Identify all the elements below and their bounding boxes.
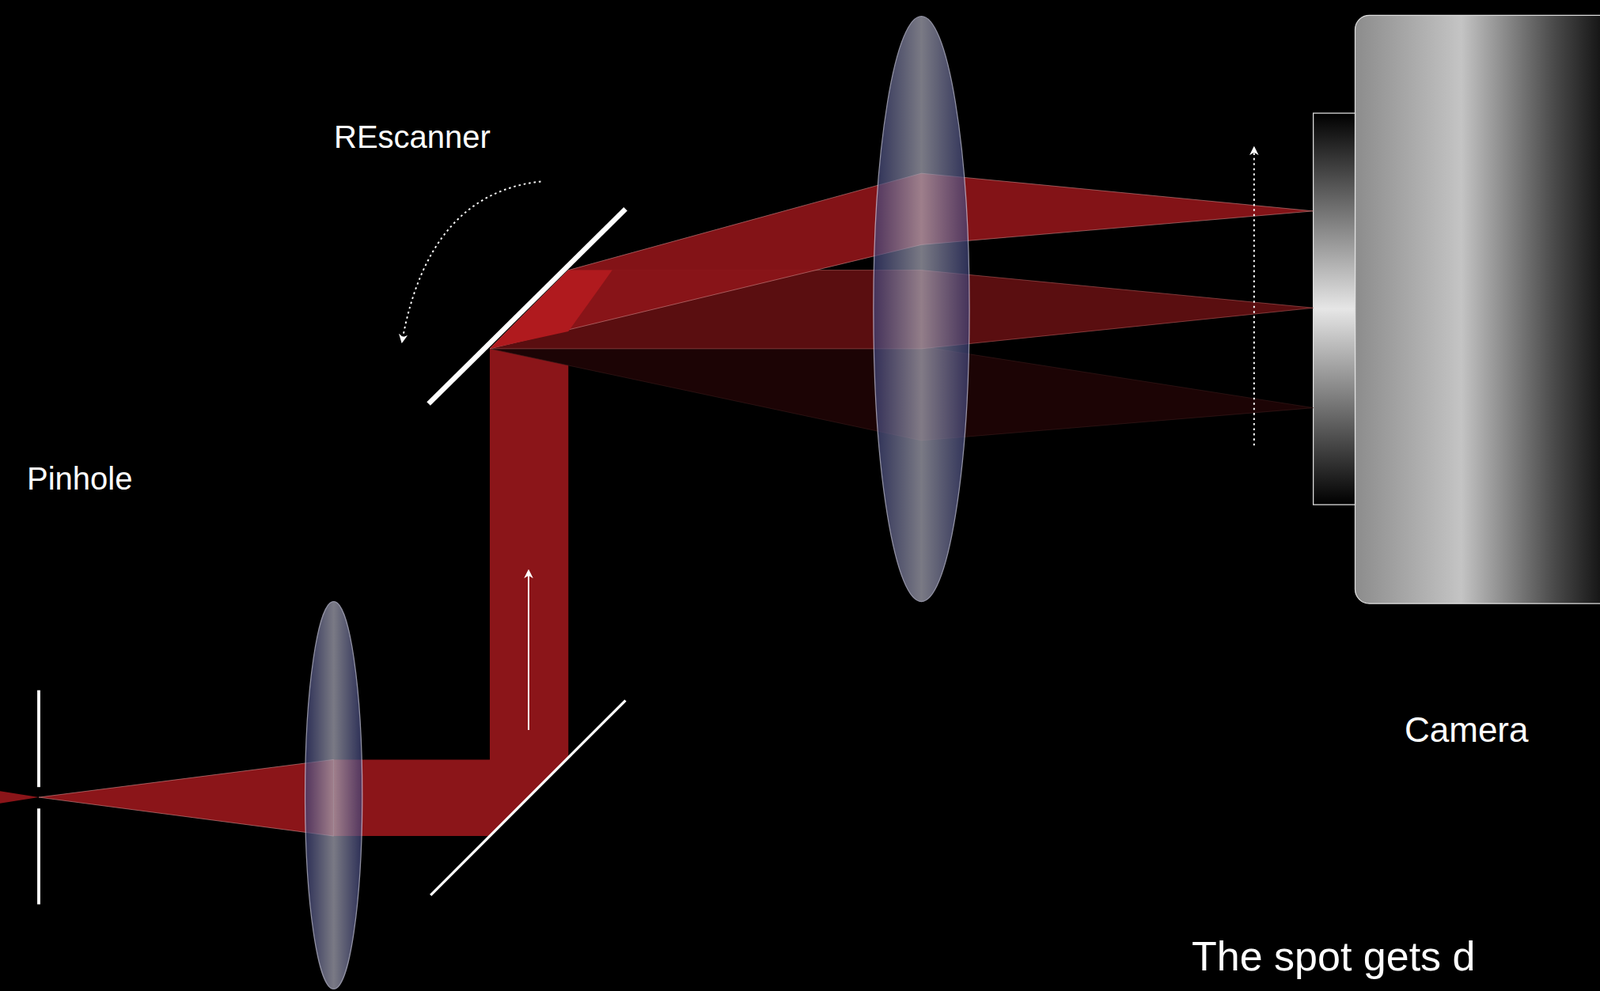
beam (38, 759, 334, 837)
label-text: Camera (1404, 710, 1529, 751)
direction-arrow (527, 571, 530, 731)
label-text: The spot gets d (1191, 933, 1475, 982)
scan-arrow (1253, 147, 1255, 446)
lens (305, 602, 363, 990)
pinhole-blade (37, 808, 41, 905)
rotation-arrow (401, 181, 541, 342)
label-text: REscanner (333, 118, 491, 156)
beam (0, 791, 39, 804)
rescanner-mirror (428, 208, 626, 404)
pinhole-blade (37, 690, 41, 788)
camera-sensor (1313, 113, 1356, 505)
lens (873, 16, 970, 603)
camera-body (1355, 15, 1600, 604)
label-text: Pinhole (26, 460, 133, 497)
